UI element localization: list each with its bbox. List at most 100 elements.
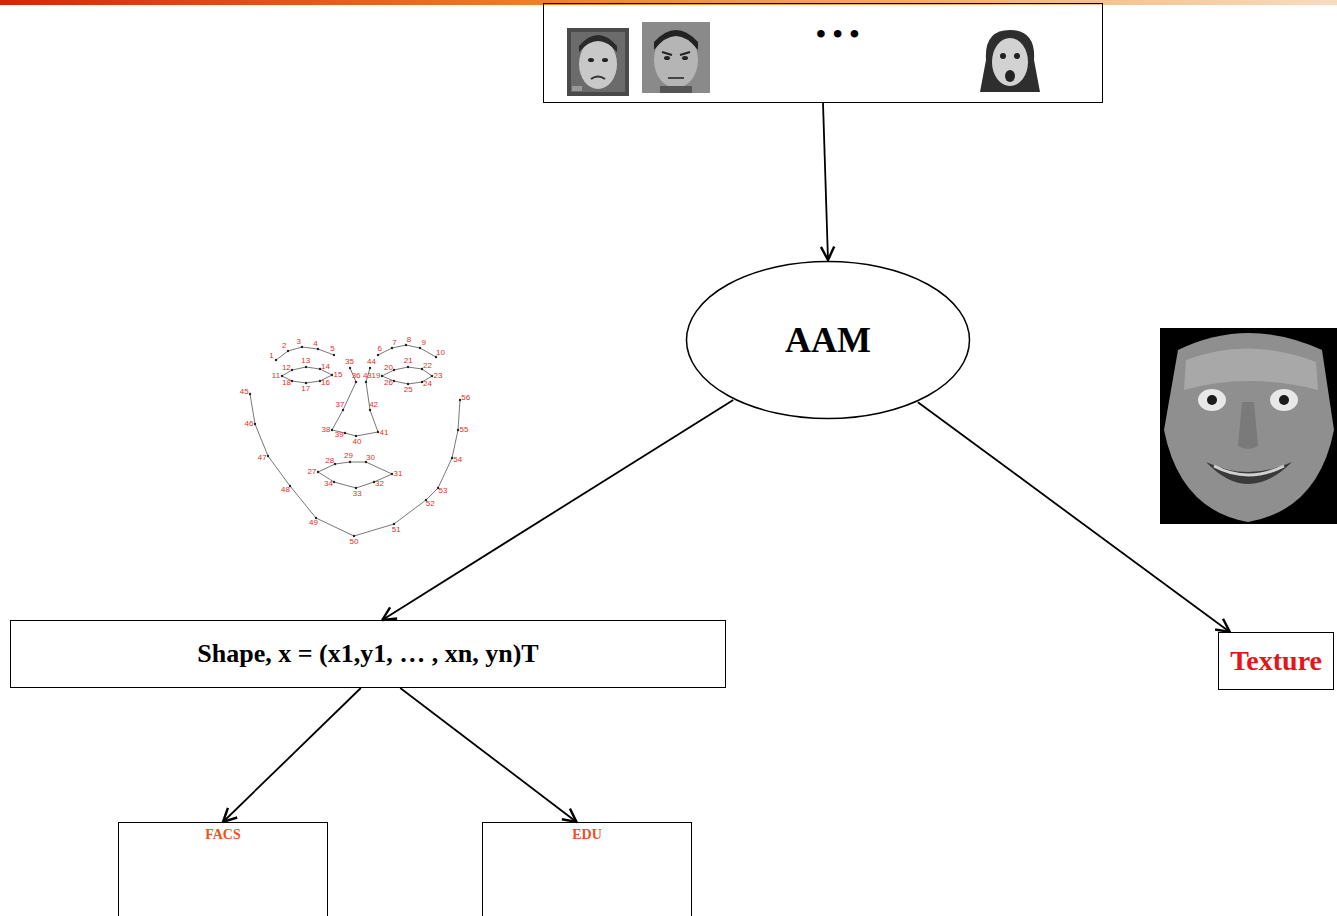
landmark-number: 45: [240, 388, 249, 396]
landmark-dot: [331, 374, 333, 376]
landmark-number: 1: [269, 352, 273, 360]
arrow-connector: [400, 688, 576, 822]
landmark-dot: [419, 347, 421, 349]
landmark-dot: [355, 487, 357, 489]
landmark-number: 48: [281, 486, 290, 494]
landmark-dot: [349, 461, 351, 463]
model-ellipse: AAM: [685, 260, 971, 420]
shape-box: Shape, x = (x1,y1, … , xn, yn)T: [10, 620, 726, 688]
input-images-box-text: • • •: [816, 18, 859, 50]
landmark-dot: [281, 375, 283, 377]
landmark-number: 13: [301, 357, 310, 365]
landmark-number: 37: [335, 401, 344, 409]
landmark-dot: [319, 368, 321, 370]
arrow-connector: [223, 688, 361, 822]
facs-box-text: FACS: [205, 827, 241, 843]
landmark-dot: [369, 367, 371, 369]
texture-box: Texture: [1218, 632, 1334, 690]
landmark-number: 25: [404, 386, 413, 394]
landmark-dot: [393, 380, 395, 382]
landmark-number: 40: [353, 438, 362, 446]
landmark-number: 5: [330, 345, 334, 353]
landmark-dot: [451, 457, 453, 459]
landmark-number: 15: [334, 371, 343, 379]
landmark-dot: [344, 432, 346, 434]
face-photo: [567, 28, 629, 96]
landmark-outline: [332, 368, 378, 436]
landmark-dot: [393, 369, 395, 371]
model-ellipse-text: AAM: [785, 319, 871, 361]
landmark-outline: [318, 462, 392, 488]
arrow-connector: [823, 103, 828, 260]
landmark-number: 23: [434, 372, 443, 380]
arrow-connector: [918, 402, 1230, 632]
landmark-number: 55: [460, 426, 469, 434]
landmark-number: 50: [349, 538, 358, 546]
landmark-number: 11: [272, 372, 280, 380]
landmark-number: 16: [321, 379, 330, 387]
landmark-dot: [317, 471, 319, 473]
landmark-number: 56: [461, 394, 470, 402]
landmark-dot: [349, 367, 351, 369]
landmark-number: 43: [363, 372, 372, 380]
landmark-dot: [407, 366, 409, 368]
landmark-dot: [291, 369, 293, 371]
landmark-number: 7: [392, 339, 396, 347]
landmark-dot: [333, 354, 335, 356]
landmark-dot: [319, 380, 321, 382]
landmark-dot: [407, 383, 409, 385]
landmark-dot: [365, 381, 367, 383]
landmark-number: 54: [453, 456, 462, 464]
landmark-number: 35: [345, 358, 354, 366]
landmark-number: 36: [352, 372, 361, 380]
landmark-number: 24: [423, 380, 432, 388]
landmark-number: 20: [384, 364, 393, 372]
landmark-dot: [431, 375, 433, 377]
landmark-number: 14: [321, 363, 330, 371]
landmark-dot: [373, 481, 375, 483]
landmark-dot: [249, 393, 251, 395]
texture-face-image: [1160, 328, 1337, 524]
landmark-number: 33: [353, 490, 362, 498]
input-images-box: • • •: [543, 3, 1103, 103]
landmark-number: 17: [301, 385, 310, 393]
landmark-dot: [305, 382, 307, 384]
landmark-number: 52: [426, 500, 435, 508]
landmark-dot: [421, 368, 423, 370]
arrow-connector: [382, 400, 733, 620]
landmark-dot: [317, 348, 319, 350]
landmark-dot: [275, 359, 277, 361]
landmark-number: 6: [378, 345, 382, 353]
shape-box-text: Shape, x = (x1,y1, … , xn, yn)T: [197, 639, 538, 669]
landmark-number: 19: [372, 372, 381, 380]
landmark-number: 38: [322, 426, 331, 434]
landmark-number: 34: [324, 480, 333, 488]
landmark-number: 3: [297, 338, 301, 346]
landmark-number: 30: [366, 454, 375, 462]
landmark-number: 12: [282, 364, 291, 372]
landmark-number: 44: [367, 358, 376, 366]
landmark-dot: [391, 347, 393, 349]
landmark-shape-drawing: [249, 344, 461, 537]
landmark-number: 53: [438, 487, 447, 495]
landmark-dot: [405, 344, 407, 346]
landmark-dot: [287, 350, 289, 352]
face-photo: [642, 22, 710, 93]
landmark-dot: [421, 381, 423, 383]
landmark-dot: [355, 435, 357, 437]
texture-box-text: Texture: [1230, 645, 1322, 677]
landmark-number: 39: [335, 431, 344, 439]
landmark-dot: [353, 535, 355, 537]
landmark-dot: [377, 354, 379, 356]
landmark-number: 51: [392, 526, 401, 534]
landmark-number: 26: [384, 379, 393, 387]
landmark-number: 4: [313, 340, 317, 348]
landmark-dot: [459, 399, 461, 401]
landmark-number: 9: [421, 339, 425, 347]
landmark-number: 21: [404, 357, 413, 365]
